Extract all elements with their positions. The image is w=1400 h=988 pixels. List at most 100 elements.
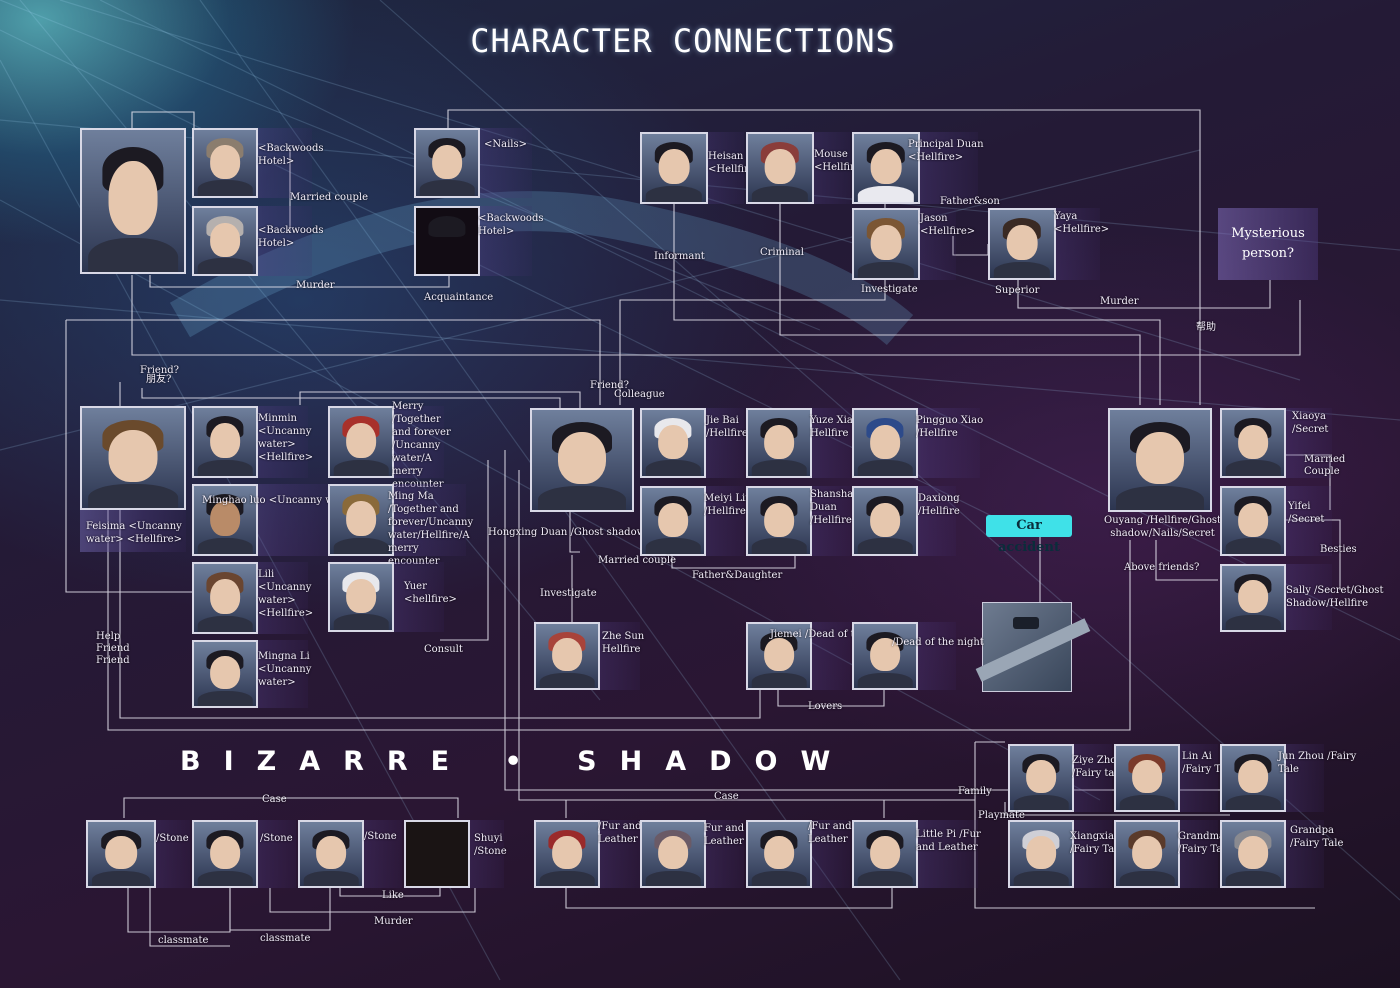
portrait-image bbox=[328, 484, 394, 556]
character-card-daxiong[interactable]: Daxiong /Hellfire bbox=[852, 486, 960, 556]
character-caption: Shanshan Duan /Hellfire bbox=[810, 489, 860, 526]
character-card-jie-bai[interactable]: Jie Bai /Hellfire bbox=[640, 408, 748, 478]
character-card-hongxing-duan[interactable] bbox=[530, 408, 634, 512]
portrait-image bbox=[640, 820, 706, 888]
relation-label: Case bbox=[714, 791, 739, 802]
character-card-feisima[interactable]: Feisima <Uncanny water> <Hellfire> bbox=[80, 406, 186, 552]
character-card-yuze-xia[interactable]: Yuze Xia Hellfire bbox=[746, 408, 853, 478]
character-card-zhe-sun[interactable]: Zhe Sun Hellfire bbox=[534, 622, 644, 690]
character-caption: Jun Zhou /Fairy Tale bbox=[1278, 751, 1357, 775]
character-caption: Yuze Xia Hellfire bbox=[810, 415, 853, 439]
relation-label: Superior bbox=[995, 285, 1040, 296]
character-card-backwoods-2[interactable]: <Backwoods Hotel> bbox=[192, 206, 323, 276]
character-card-ming-ma[interactable]: Ming Ma /Together and forever/Uncanny wa… bbox=[328, 484, 473, 567]
character-card-stone-1[interactable]: /Stone bbox=[86, 820, 190, 888]
character-card-ziye-zhou[interactable]: Ziye Zhou /Fairy tale bbox=[1008, 744, 1124, 812]
character-caption: Sally /Secret/Ghost Shadow/Hellfire bbox=[1286, 585, 1384, 609]
portrait-image bbox=[192, 820, 258, 888]
character-caption: Daxiong /Hellfire bbox=[918, 493, 960, 517]
character-caption: Ziye Zhou /Fairy tale bbox=[1072, 755, 1124, 779]
portrait-image bbox=[1114, 820, 1180, 888]
character-card-principal-duan[interactable]: Principal Duan <Hellfire> bbox=[852, 132, 984, 204]
character-card-lili[interactable]: Lili <Uncanny water> <Hellfire> bbox=[192, 562, 313, 634]
character-card-fur-2[interactable]: Fur and Leather bbox=[640, 820, 744, 888]
portrait-image bbox=[86, 820, 156, 888]
character-card-main-left[interactable] bbox=[80, 128, 186, 274]
portrait-image bbox=[852, 132, 920, 204]
character-card-sally[interactable] bbox=[1220, 564, 1332, 632]
character-card-yaya[interactable]: Yaya <Hellfire> bbox=[988, 208, 1109, 280]
relation-label: Friend? bbox=[590, 380, 630, 391]
character-card-stone-3[interactable]: /Stone bbox=[298, 820, 402, 888]
character-caption: <Backwoods Hotel> bbox=[258, 143, 324, 167]
character-card-xiaoya[interactable]: Xiaoya /Secret bbox=[1220, 408, 1332, 478]
bizarre-shadow-banner: BIZARRE • SHADOW bbox=[180, 746, 854, 777]
character-card-heisan[interactable]: Heisan <Hellfire> bbox=[640, 132, 763, 204]
character-caption: Yifei /Secret bbox=[1288, 501, 1325, 525]
character-card-minghao-luo[interactable]: Minghao luo <Uncanny water> bbox=[192, 484, 363, 556]
character-card-backwoods-3[interactable]: <Backwoods Hotel> bbox=[414, 206, 543, 276]
portrait-image bbox=[852, 820, 918, 888]
character-card-jun-zhou[interactable] bbox=[1220, 744, 1324, 812]
portrait-image bbox=[192, 484, 258, 556]
character-card-fur-3[interactable]: /Fur and Leather bbox=[746, 820, 852, 888]
relation-label: Acquaintance bbox=[424, 292, 494, 303]
portrait-image bbox=[852, 486, 918, 556]
character-card-grandma[interactable]: Grandma /Fairy Tale bbox=[1114, 820, 1231, 888]
character-card-minmin[interactable]: Minmin <Uncanny water> <Hellfire> bbox=[192, 406, 313, 478]
character-card-lin-ai[interactable]: Lin Ai /Fairy Tale bbox=[1114, 744, 1235, 812]
character-card-mouse[interactable]: Mouse <Hellfire> bbox=[746, 132, 869, 204]
character-caption: /Stone bbox=[364, 831, 397, 842]
character-card-jiemei[interactable] bbox=[746, 622, 850, 690]
character-card-ouyang[interactable] bbox=[1108, 408, 1212, 512]
character-caption: Meiyi Lin /Hellfire bbox=[704, 493, 752, 517]
portrait-image bbox=[534, 820, 600, 888]
character-card-yuer[interactable]: Yuer <hellfire> bbox=[328, 562, 457, 632]
character-caption: Ouyang /Hellfire/Ghost shadow/Nails/Secr… bbox=[1104, 515, 1222, 539]
character-caption: Minmin <Uncanny water> <Hellfire> bbox=[258, 413, 314, 463]
character-card-merry[interactable]: Merry /Together and forever /Uncanny wat… bbox=[328, 401, 451, 490]
relation-label: 帮助 bbox=[1196, 322, 1216, 333]
character-card-fur-1[interactable]: /Fur and Leather bbox=[534, 820, 642, 888]
character-caption: Merry /Together and forever /Uncanny wat… bbox=[392, 401, 451, 490]
character-card-meiyi-lin[interactable]: Meiyi Lin /Hellfire bbox=[640, 486, 752, 556]
portrait-image bbox=[192, 206, 258, 276]
character-card-xiangxiang[interactable]: Xiangxiang /Fairy Tale bbox=[1008, 820, 1127, 888]
relation-label: Lovers bbox=[808, 701, 843, 712]
character-caption: Heisan <Hellfire> bbox=[708, 151, 764, 175]
character-card-shuyi[interactable]: Shuyi /Stone bbox=[404, 820, 507, 888]
character-card-dead-of-night[interactable] bbox=[852, 622, 956, 690]
relation-label: Besties bbox=[1320, 544, 1357, 555]
character-card-nails[interactable]: <Nails> bbox=[414, 128, 532, 198]
character-caption: Lili <Uncanny water> <Hellfire> bbox=[258, 569, 314, 619]
character-card-yifei[interactable]: Yifei /Secret bbox=[1220, 486, 1332, 556]
character-card-backwoods-1[interactable]: <Backwoods Hotel> bbox=[192, 128, 323, 198]
relation-label: Married couple bbox=[598, 555, 677, 566]
character-card-grandpa[interactable]: Grandpa /Fairy Tale bbox=[1220, 820, 1343, 888]
relation-label: classmate bbox=[260, 933, 311, 944]
character-card-mingna-li[interactable]: Mingna Li <Uncanny water> bbox=[192, 640, 311, 708]
character-caption: /Stone bbox=[260, 833, 293, 844]
character-caption: /Fur and Leather bbox=[598, 821, 642, 845]
character-card-shanshan-duan[interactable]: Shanshan Duan /Hellfire bbox=[746, 486, 860, 556]
portrait-image bbox=[746, 132, 814, 204]
portrait-image bbox=[1220, 820, 1286, 888]
character-caption: <Nails> bbox=[484, 139, 527, 150]
relation-label: Murder bbox=[296, 280, 335, 291]
portrait-image bbox=[328, 562, 394, 632]
character-caption: Jason <Hellfire> bbox=[920, 213, 976, 237]
portrait-image bbox=[746, 486, 812, 556]
character-caption: Zhe Sun Hellfire bbox=[602, 631, 645, 655]
character-caption: Fur and Leather bbox=[704, 823, 745, 847]
relation-label: Colleague bbox=[614, 389, 665, 400]
character-card-pingguo-xiao[interactable]: Pingguo Xiao /Hellfire bbox=[852, 408, 983, 478]
character-card-stone-2[interactable]: /Stone bbox=[192, 820, 296, 888]
character-caption: Little Pi /Fur and Leather bbox=[916, 829, 981, 853]
portrait-image bbox=[640, 132, 708, 204]
character-card-little-pi[interactable]: Little Pi /Fur and Leather bbox=[852, 820, 981, 888]
relation-label: Above friends? bbox=[1124, 562, 1200, 573]
relation-label: Father&Daughter bbox=[692, 570, 783, 581]
relation-label: Consult bbox=[424, 644, 463, 655]
character-card-jason[interactable]: Jason <Hellfire> bbox=[852, 208, 975, 280]
mysterious-person-box[interactable]: Mysterious person? bbox=[1218, 208, 1318, 280]
